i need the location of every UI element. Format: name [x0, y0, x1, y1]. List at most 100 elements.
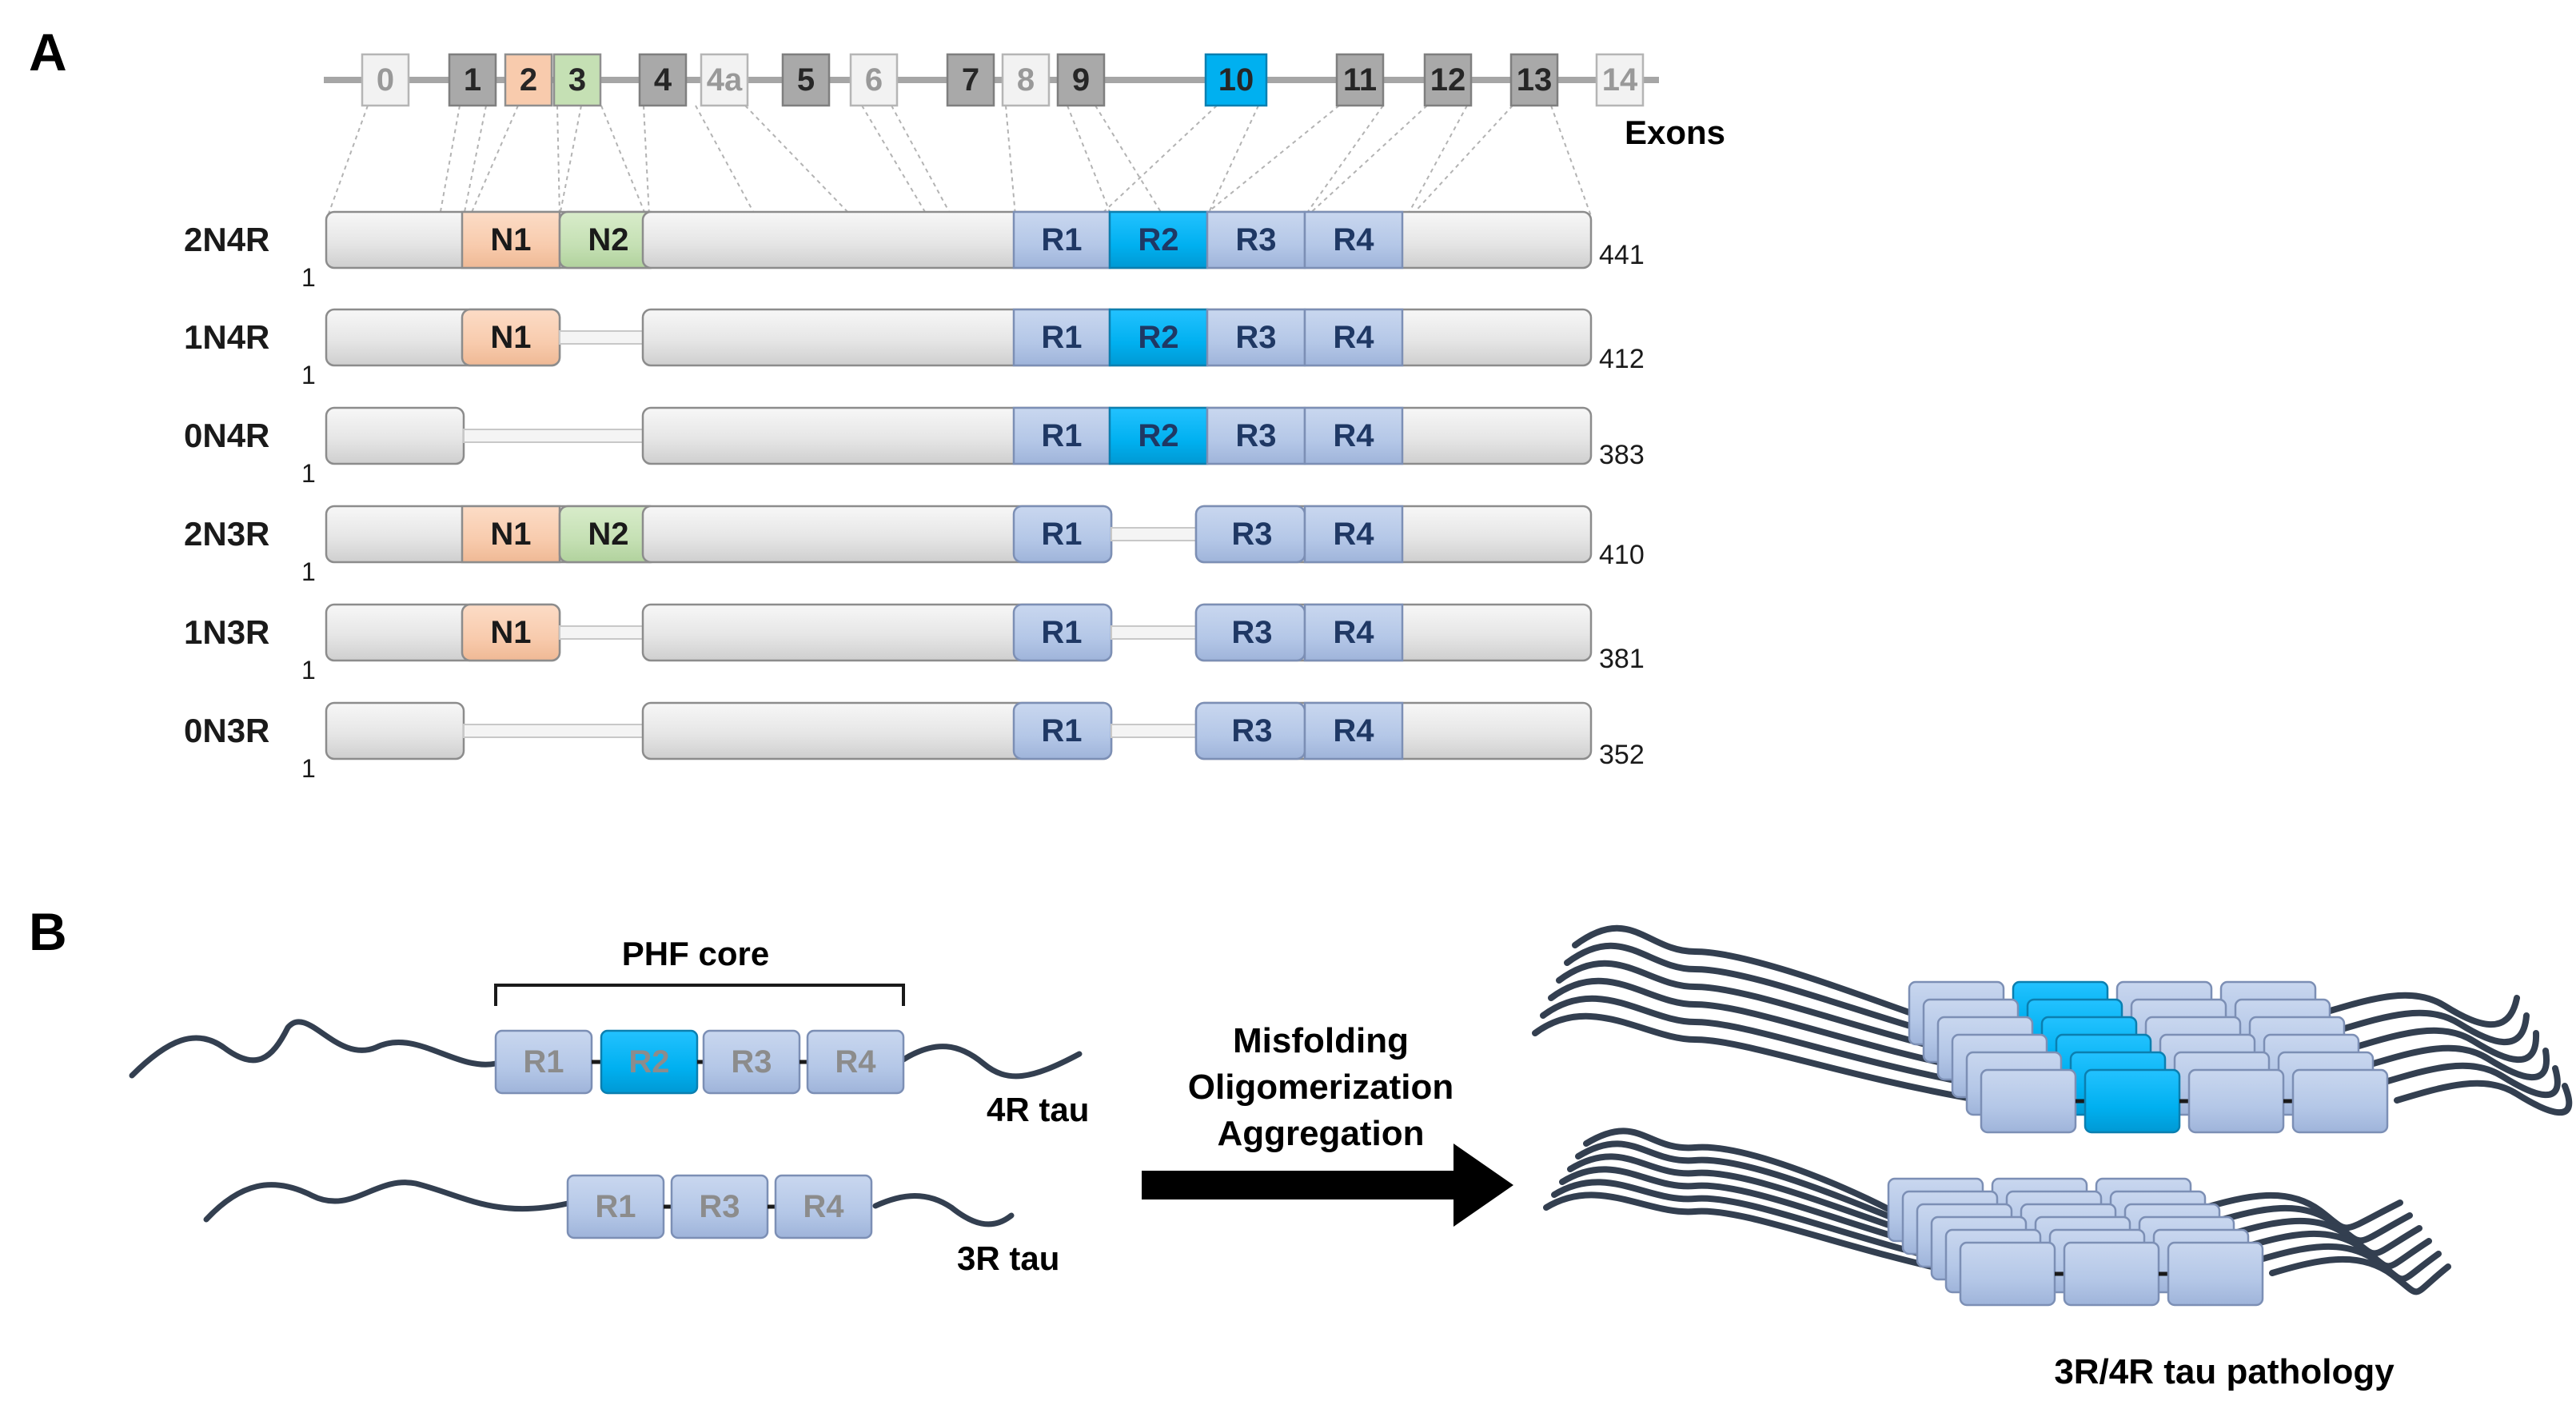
aggregate-3r-repeat-box: [1959, 1241, 2056, 1307]
r2-label: R2: [1138, 320, 1178, 355]
tau-4r-label: 4R tau: [987, 1091, 1089, 1128]
connector-line: [1005, 105, 1016, 217]
r4-label: R4: [1333, 418, 1374, 453]
aggregate-c-tail: [2226, 1217, 2422, 1257]
connector-line: [469, 105, 519, 217]
exon-8: 8: [1001, 53, 1051, 107]
connector-line: [695, 105, 756, 217]
r3-label: R3: [1235, 222, 1276, 257]
spliced-linker: [1111, 527, 1200, 541]
process-step-oligomerization: Oligomerization: [1188, 1068, 1453, 1107]
aggregate-3r-stack: [1543, 1128, 2451, 1307]
exon-label: 4: [654, 62, 672, 98]
aggregate-n-tail: [1559, 1166, 1935, 1251]
aggregate-n-tail: [1551, 1179, 1949, 1263]
exon-box: [1204, 53, 1268, 107]
aggregate-4r-repeat-box: [2291, 1068, 2389, 1134]
exon-6: 6: [849, 53, 899, 107]
exon-box: [552, 53, 602, 107]
exon-label: 7: [962, 62, 979, 98]
aggregate-n-tail: [1564, 942, 1927, 1033]
r1-label: R1: [1041, 418, 1082, 453]
exon-box: [946, 53, 995, 107]
r1-domain: [1012, 210, 1111, 269]
process-step-misfolding: Misfolding: [1233, 1021, 1409, 1060]
aggregate-3r-repeat-box: [2063, 1241, 2160, 1307]
tau-4r-repeat-label: R4: [835, 1044, 876, 1080]
aggregate-n-tail: [1532, 1012, 1984, 1104]
r3-label: R3: [1231, 713, 1272, 748]
exon-2: 2: [504, 53, 553, 107]
aggregate-4r-repeat-box: [2187, 1068, 2285, 1134]
r4-domain: [1303, 406, 1404, 465]
r1-label: R1: [1041, 517, 1082, 552]
connector-line: [556, 105, 560, 217]
r2-domain: [1108, 308, 1209, 367]
n2-label: N2: [588, 222, 628, 257]
exon-box: [504, 53, 553, 107]
r1-domain: [1012, 308, 1111, 367]
r2-domain: [1108, 406, 1209, 465]
exon-box: [448, 53, 497, 107]
tau-3r-repeat-label: R1: [595, 1189, 636, 1224]
exon-label: 3: [568, 62, 586, 98]
isoform-name: 2N3R: [184, 515, 269, 553]
isoform-start-residue: 1: [301, 754, 316, 783]
connector-line: [1550, 105, 1592, 217]
tau-4r-repeat-label: R3: [731, 1044, 772, 1080]
r2-domain: [1108, 210, 1209, 269]
connector-line: [1406, 105, 1468, 217]
isoform-end-residue: 352: [1599, 740, 1645, 770]
exon-box: [1423, 53, 1473, 107]
isoform-end-residue: 412: [1599, 344, 1645, 374]
isoform-start-residue: 1: [301, 557, 316, 586]
exon-box: [1001, 53, 1051, 107]
exon-box: [781, 53, 831, 107]
exon-box: [1595, 53, 1645, 107]
r1-domain: [1012, 406, 1111, 465]
connector-line: [891, 105, 952, 217]
n-terminal-segment: [325, 701, 465, 760]
aggregate-c-tail: [2240, 1230, 2432, 1270]
exon-label: 12: [1430, 62, 1466, 98]
r1-label: R1: [1041, 713, 1082, 748]
exon-box: [700, 53, 749, 107]
connector-line: [600, 105, 647, 217]
exon-box: [1509, 53, 1559, 107]
r3-label: R3: [1231, 517, 1272, 552]
tau-3r-repeat-label: R4: [803, 1189, 844, 1224]
aggregate-c-tail: [2269, 1255, 2451, 1295]
tau-4r-c-terminal-tail: [900, 1044, 1083, 1080]
n-terminal-segment: [325, 406, 465, 465]
aggregate-c-tail: [2365, 1044, 2550, 1081]
exon-10: 10: [1204, 53, 1268, 107]
r4-domain: [1303, 603, 1404, 662]
spliced-linker: [559, 625, 644, 640]
connector-line: [1306, 105, 1428, 217]
isoform-name: 1N3R: [184, 613, 269, 651]
exon-box: [1056, 53, 1106, 107]
phf-core-bracket: [494, 984, 905, 1006]
r3-label: R3: [1235, 418, 1276, 453]
aggregate-n-tail: [1540, 995, 1970, 1086]
r3-label: R3: [1235, 320, 1276, 355]
tau-4r-repeat-label: R1: [523, 1044, 564, 1080]
exon-1: 1: [448, 53, 497, 107]
connector-line: [1099, 105, 1218, 217]
exon-box: [361, 53, 410, 107]
exon-13: 13: [1509, 53, 1559, 107]
aggregate-n-tail: [1583, 1128, 1892, 1212]
pathology-label: 3R/4R tau pathology: [2054, 1352, 2395, 1391]
aggregate-c-tail: [2351, 1027, 2540, 1064]
spliced-linker: [463, 724, 644, 738]
process-step-aggregation: Aggregation: [1217, 1114, 1424, 1153]
r4-domain: [1303, 701, 1404, 760]
aggregate-n-tail: [1567, 1153, 1920, 1238]
connector-line: [1095, 105, 1164, 217]
